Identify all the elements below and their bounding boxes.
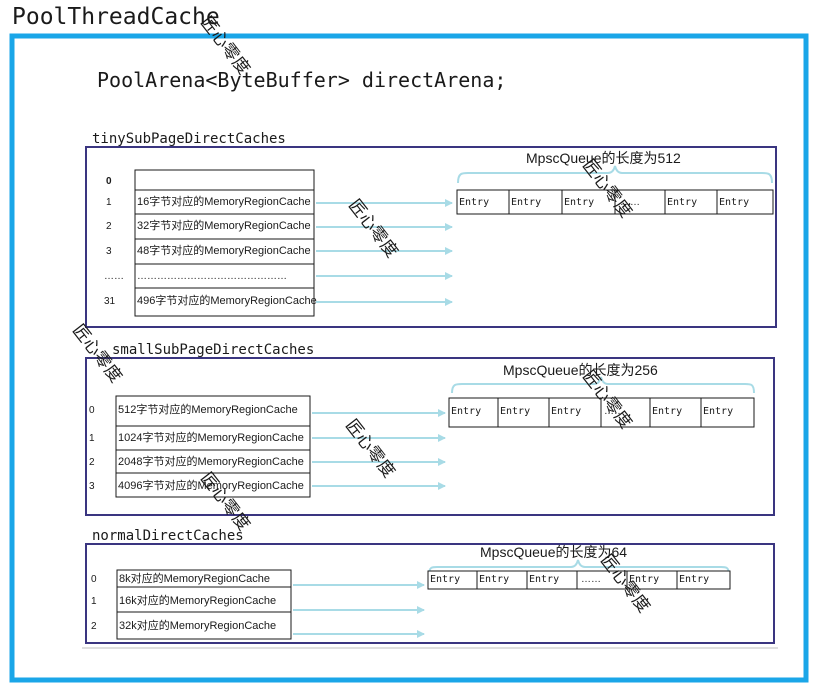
row-label: 2048字节对应的MemoryRegionCache (118, 454, 304, 468)
section-normal: normalDirectCaches 0 8k对应的MemoryRegionCa… (82, 528, 778, 649)
row-index: 3 (89, 481, 95, 492)
row-label: 1024字节对应的MemoryRegionCache (118, 430, 304, 444)
row-label: 8k对应的MemoryRegionCache (119, 571, 270, 585)
entry-cell: Entry (667, 197, 697, 208)
row-index: 1 (89, 433, 95, 444)
row-label: 48字节对应的MemoryRegionCache (137, 243, 311, 257)
row-index: 2 (91, 621, 97, 632)
entry-queue-tiny: Entry Entry Entry …… Entry Entry (456, 189, 774, 215)
queue-brace-tiny (457, 165, 773, 184)
entry-cell: Entry (511, 197, 541, 208)
cache-table-normal: 0 8k对应的MemoryRegionCache 1 16k对应的MemoryR… (91, 569, 292, 640)
section-label-normal: normalDirectCaches (92, 528, 244, 544)
queue-brace-normal (428, 559, 730, 576)
entry-queue-normal: Entry Entry Entry …… Entry Entry (427, 570, 731, 590)
queue-caption-normal: MpscQueue的长度为64 (480, 544, 627, 560)
entry-cell: …… (620, 197, 640, 208)
row-index: 0 (89, 405, 95, 416)
row-index: 1 (106, 197, 112, 208)
arrows-normal (293, 581, 425, 638)
row-label: 32字节对应的MemoryRegionCache (137, 218, 311, 232)
entry-cell: Entry (551, 406, 581, 417)
section-tiny: tinySubPageDirectCaches 0 1 16字节对应的Memor… (85, 131, 777, 328)
row-index: 2 (89, 457, 95, 468)
entry-cell: Entry (703, 406, 733, 417)
diagram-title: PoolThreadCache (12, 4, 220, 30)
row-index: 0 (91, 574, 97, 585)
row-label: 16k对应的MemoryRegionCache (119, 593, 276, 607)
entry-cell: Entry (679, 574, 709, 585)
row-index: 1 (91, 596, 97, 607)
cache-table-tiny: 0 1 16字节对应的MemoryRegionCache 2 32字节对应的Me… (104, 169, 317, 317)
row-label: 4096字节对应的MemoryRegionCache (118, 478, 304, 492)
row-index: 0 (106, 176, 112, 187)
arrows-tiny (316, 199, 453, 306)
entry-cell: …… (604, 406, 624, 417)
row-label: 16字节对应的MemoryRegionCache (137, 194, 311, 208)
queue-brace-small (451, 376, 755, 394)
outer-frame (9, 33, 809, 683)
entry-cell: Entry (500, 406, 530, 417)
row-label: 32k对应的MemoryRegionCache (119, 618, 276, 632)
section-label-small: smallSubPageDirectCaches (112, 342, 314, 358)
row-index: 2 (106, 221, 112, 232)
arena-declaration: PoolArena<ByteBuffer> directArena; (97, 68, 506, 92)
section-small: smallSubPageDirectCaches 0 512字节对应的Memor… (85, 342, 775, 516)
row-index: 3 (106, 246, 112, 257)
entry-cell: Entry (430, 574, 460, 585)
section-label-tiny: tinySubPageDirectCaches (92, 131, 286, 147)
queue-caption-small: MpscQueue的长度为256 (503, 362, 658, 378)
entry-cell: Entry (564, 197, 594, 208)
watermark-text: 匠心零度 (341, 416, 399, 482)
entry-cell: Entry (629, 574, 659, 585)
cache-table-small: 0 512字节对应的MemoryRegionCache 1 1024字节对应的M… (89, 395, 311, 498)
entry-cell: Entry (459, 197, 489, 208)
arrows-small (312, 409, 446, 490)
row-index: 31 (104, 296, 116, 307)
row-label: ……………………………………… (137, 271, 287, 282)
section-box-normal (85, 543, 775, 644)
row-label: 512字节对应的MemoryRegionCache (118, 402, 298, 416)
entry-cell: Entry (479, 574, 509, 585)
section-box-small (85, 357, 775, 516)
entry-cell: Entry (719, 197, 749, 208)
section-box-tiny (85, 146, 777, 328)
row-index: …… (104, 271, 124, 282)
entry-cell: Entry (652, 406, 682, 417)
entry-cell: …… (581, 574, 601, 585)
entry-queue-small: Entry Entry Entry …… Entry Entry (448, 397, 755, 428)
row-label: 496字节对应的MemoryRegionCache (137, 293, 317, 307)
queue-caption-tiny: MpscQueue的长度为512 (526, 150, 681, 166)
entry-cell: Entry (451, 406, 481, 417)
entry-cell: Entry (529, 574, 559, 585)
